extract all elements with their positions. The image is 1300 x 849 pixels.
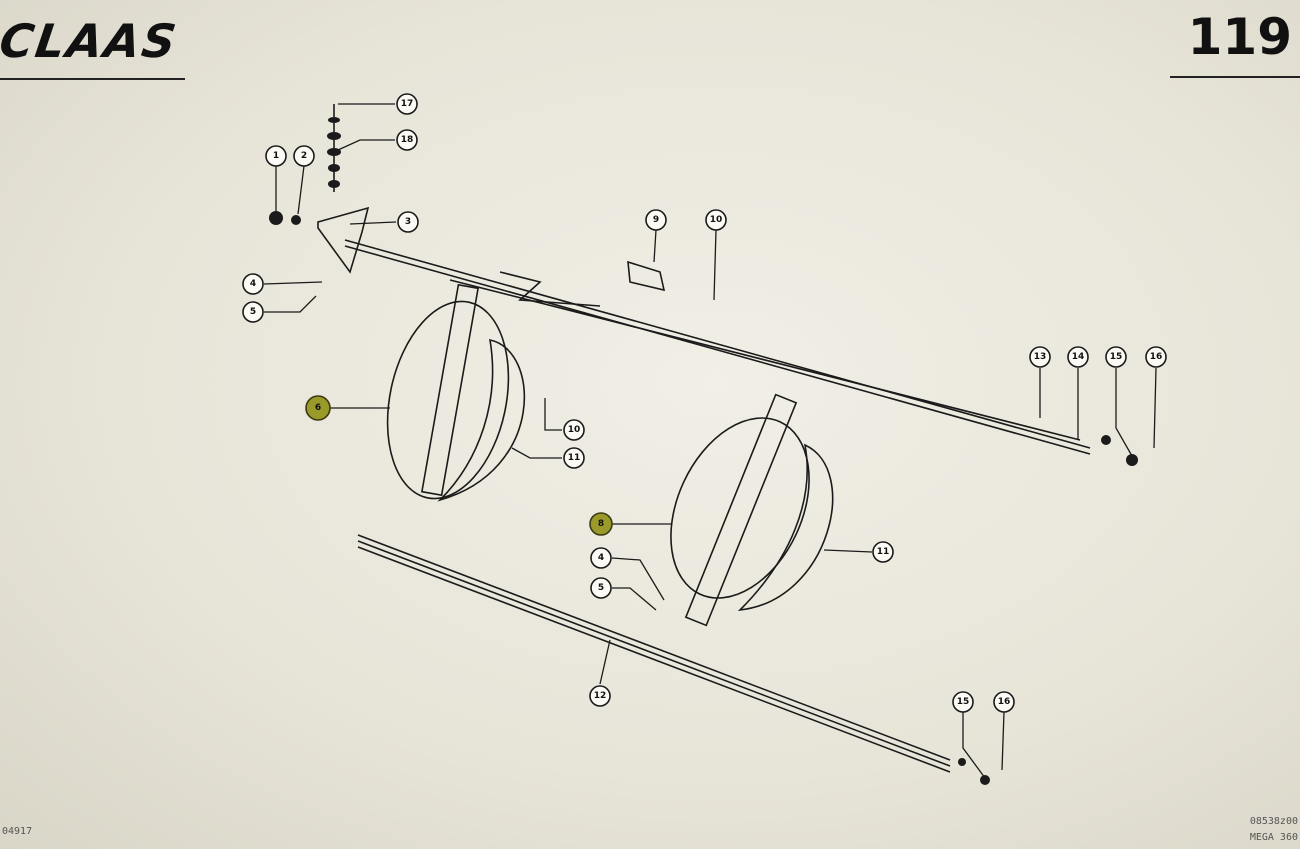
callout-10-left: 10 [563,419,585,441]
clamp-part [627,260,666,292]
svg-text:15: 15 [1110,352,1123,362]
footer-right-model: MEGA 360 [1249,832,1298,843]
nut-part [269,211,283,225]
svg-text:10: 10 [568,425,581,435]
svg-text:18: 18 [401,135,414,145]
bolt-stack [327,104,341,192]
callout-1: 1 [265,145,287,167]
callout-5: 5 [242,301,264,323]
callout-11-left: 11 [563,447,585,469]
svg-text:9: 9 [653,215,659,225]
svg-text:16: 16 [998,697,1011,707]
callout-15-lower: 15 [952,691,974,713]
bracket-part [317,206,370,274]
svg-text:5: 5 [250,307,256,317]
callout-12: 12 [589,685,611,707]
callout-6: 6 [305,395,331,421]
callout-18: 18 [396,129,418,151]
svg-text:14: 14 [1072,352,1085,362]
svg-text:11: 11 [877,547,890,557]
callout-4: 4 [242,273,264,295]
svg-text:4: 4 [250,279,256,289]
page-number: 119 [1187,8,1292,66]
svg-text:10: 10 [710,215,723,225]
svg-text:12: 12 [594,691,607,701]
callout-4-right: 4 [590,547,612,569]
callout-16-lower: 16 [993,691,1015,713]
disc-assembly-left [386,283,526,502]
callout-15: 15 [1105,346,1127,368]
callout-11-right: 11 [872,541,894,563]
svg-text:11: 11 [568,453,581,463]
svg-text:16: 16 [1150,352,1163,362]
footer-left-code: 04917 [2,826,33,837]
svg-text:3: 3 [405,217,411,227]
callout-9: 9 [645,209,667,231]
callout-5-right: 5 [590,577,612,599]
svg-text:8: 8 [598,519,604,529]
svg-text:4: 4 [598,553,604,563]
footer-right-code: 08538z00 [1249,816,1298,827]
callout-10: 10 [705,209,727,231]
svg-text:5: 5 [598,583,604,593]
disc-assembly-right [670,393,834,627]
header-rule-left [0,78,185,80]
callout-13: 13 [1029,346,1051,368]
svg-text:6: 6 [315,403,321,413]
callout-17: 17 [396,93,418,115]
callout-3: 3 [397,211,419,233]
svg-text:17: 17 [401,99,414,109]
svg-text:15: 15 [957,697,970,707]
svg-text:13: 13 [1034,352,1047,362]
callout-14: 14 [1067,346,1089,368]
header-rule-right [1170,76,1300,78]
callout-16: 16 [1145,346,1167,368]
leader-lines [263,103,1157,779]
bar-assembly-lower [357,534,951,773]
svg-text:2: 2 [301,151,307,161]
callout-8: 8 [589,512,613,536]
bar-assembly-upper [344,239,1091,455]
svg-text:1: 1 [273,151,279,161]
washer-part [291,215,301,225]
callout-2: 2 [293,145,315,167]
